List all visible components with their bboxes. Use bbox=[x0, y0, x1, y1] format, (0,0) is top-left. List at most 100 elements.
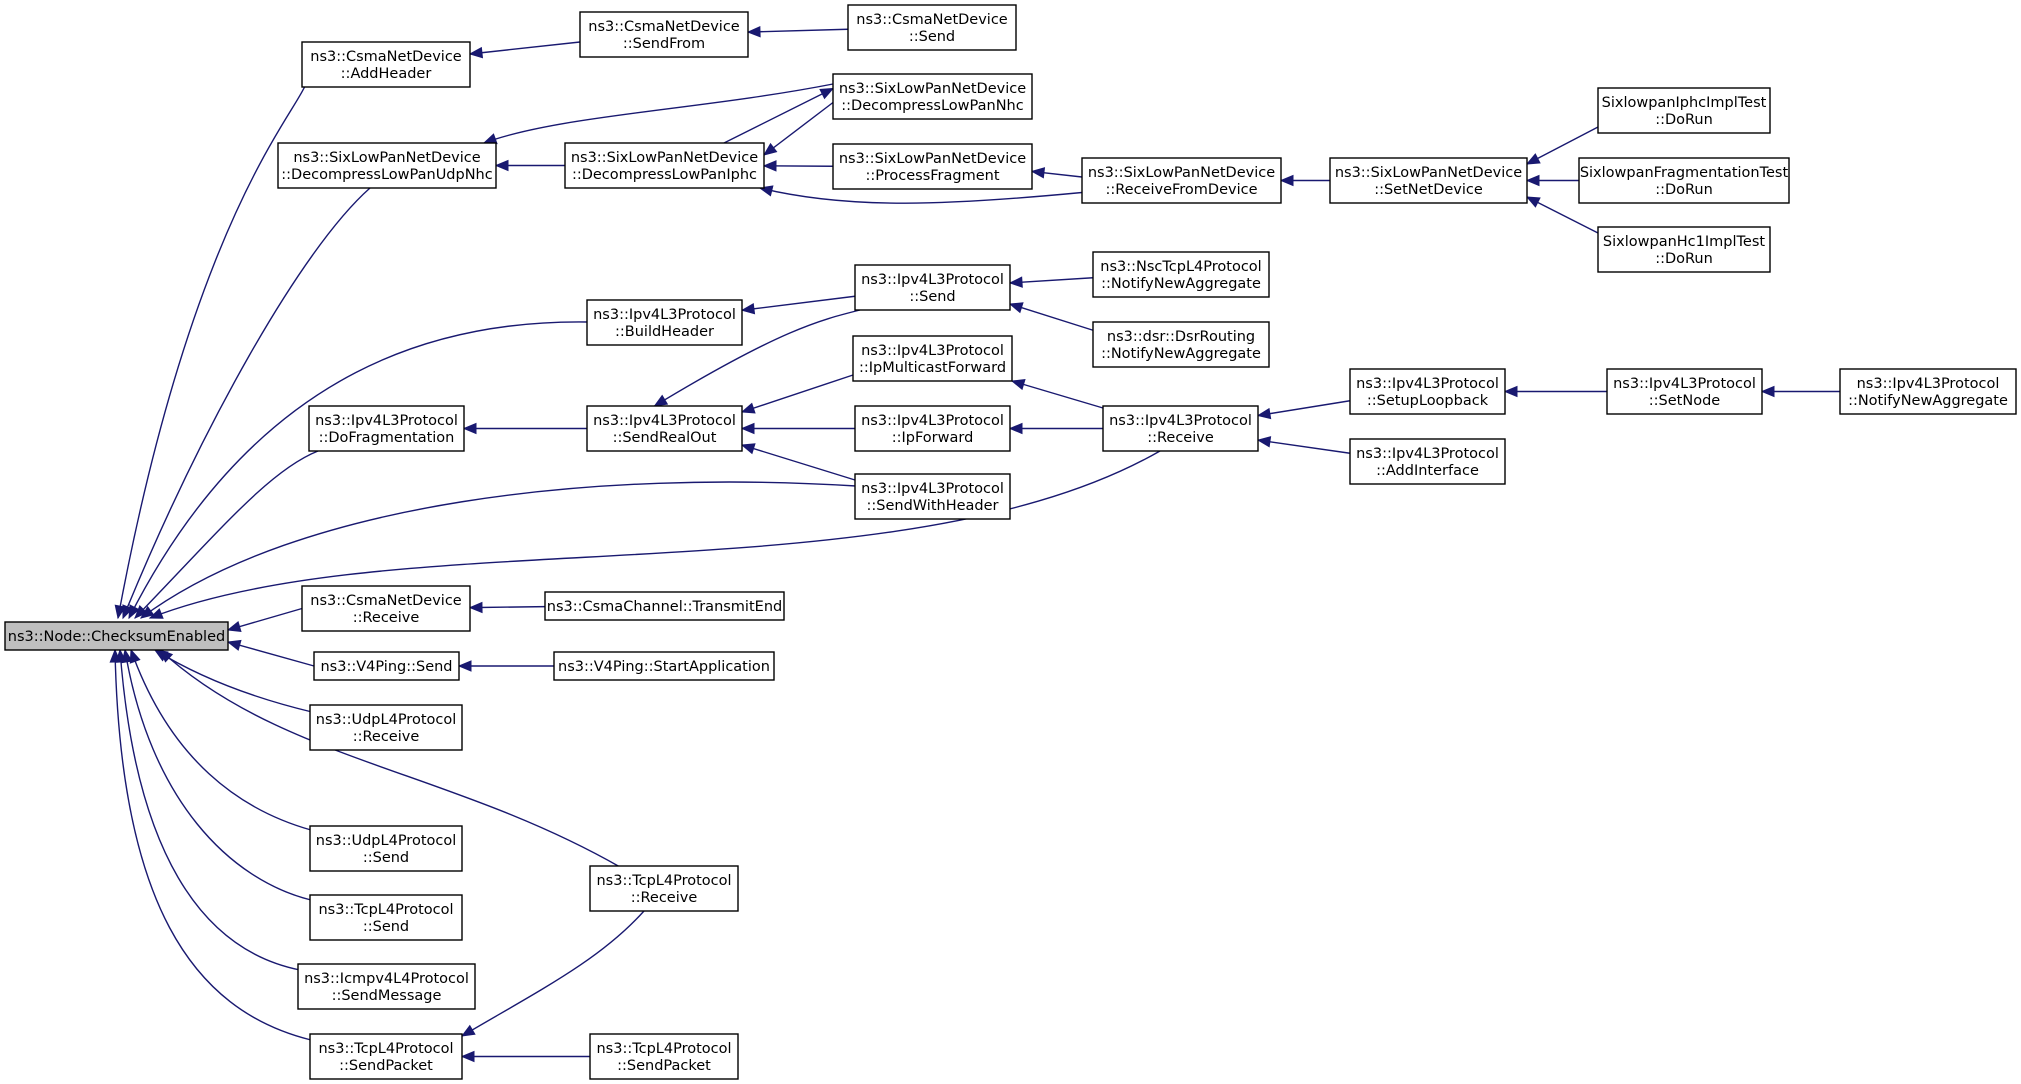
node-label: ns3::Ipv4L3Protocol bbox=[593, 307, 736, 323]
node-label: ::Send bbox=[363, 919, 409, 935]
node-box bbox=[1329, 157, 1528, 204]
node-ipv4-dofrag[interactable]: ns3::Ipv4L3Protocol::DoFragmentation bbox=[308, 405, 465, 452]
edge-six_recv-to-six_setnet bbox=[1279, 174, 1330, 187]
node-csma-send[interactable]: ns3::CsmaNetDevice::Send bbox=[847, 4, 1017, 51]
edge-six_setnet-to-test_iphc-arrowhead bbox=[1525, 153, 1541, 165]
node-tcp-sendpacket2[interactable]: ns3::TcpL4Protocol::SendPacket bbox=[589, 1033, 739, 1080]
node-label: ns3::TcpL4Protocol bbox=[318, 902, 453, 918]
edge-six_procfrag-to-six_recv-arrowhead bbox=[1030, 167, 1046, 179]
node-label: ::DoFragmentation bbox=[319, 430, 455, 446]
node-ipv4-send[interactable]: ns3::Ipv4L3Protocol::Send bbox=[854, 264, 1011, 311]
node-test-iphc[interactable]: SixlowpanIphcImplTest::DoRun bbox=[1597, 87, 1771, 134]
node-box bbox=[301, 585, 471, 632]
node-label: ::DoRun bbox=[1655, 112, 1713, 128]
node-six-nhc[interactable]: ns3::SixLowPanNetDevice::DecompressLowPa… bbox=[832, 73, 1033, 120]
node-tcp-sendpacket[interactable]: ns3::TcpL4Protocol::SendPacket bbox=[309, 1033, 463, 1080]
node-v4ping-send[interactable]: ns3::V4Ping::Send bbox=[313, 651, 460, 681]
edge-six_setnet-to-test_hc1-arrowhead bbox=[1525, 196, 1541, 208]
node-box bbox=[553, 651, 775, 681]
node-ipv4-sendhdr[interactable]: ns3::Ipv4L3Protocol::SendWithHeader bbox=[854, 473, 1011, 520]
node-label: ::SendPacket bbox=[339, 1058, 433, 1074]
node-label: ns3::Ipv4L3Protocol bbox=[1613, 376, 1756, 392]
edge-ipv4_receive-to-ipv4_setuploop bbox=[1256, 400, 1351, 420]
node-udp-receive[interactable]: ns3::UdpL4Protocol::Receive bbox=[309, 704, 463, 751]
node-box bbox=[308, 405, 465, 452]
edge-ipv4_sendrealout-to-ipv4_send-arrowhead bbox=[653, 394, 669, 407]
node-box bbox=[852, 335, 1013, 382]
node-v4ping-start[interactable]: ns3::V4Ping::StartApplication bbox=[553, 651, 775, 681]
edge-six_udpnhc-to-six_iphc-arrowhead bbox=[494, 159, 509, 172]
node-ipv4-receive[interactable]: ns3::Ipv4L3Protocol::Receive bbox=[1102, 405, 1259, 452]
edge-tcp_sendpacket-to-tcp_receive-arrowhead bbox=[460, 1024, 476, 1037]
node-label: ns3::Ipv4L3Protocol bbox=[1857, 376, 2000, 392]
node-csmach-txend[interactable]: ns3::CsmaChannel::TransmitEnd bbox=[544, 591, 785, 621]
node-label: SixlowpanHc1ImplTest bbox=[1603, 234, 1765, 250]
node-six-udpnhc[interactable]: ns3::SixLowPanNetDevice::DecompressLowPa… bbox=[277, 142, 497, 189]
node-box bbox=[4, 621, 229, 651]
edge-csma_receive-to-csmach_txend bbox=[468, 601, 546, 614]
node-label: ns3::TcpL4Protocol bbox=[596, 873, 731, 889]
node-ipv4-setuploop[interactable]: ns3::Ipv4L3Protocol::SetupLoopback bbox=[1349, 368, 1506, 415]
edge-six_iphc-to-six_nhc-line bbox=[723, 87, 834, 144]
edge-ipv4_send-to-dsr_notify-arrowhead bbox=[1008, 302, 1024, 314]
edge-root-to-csma_receive-line bbox=[227, 607, 303, 631]
edge-tcp_sendpacket-to-tcp_receive bbox=[460, 910, 645, 1037]
edge-root-to-ipv4_sendhdr bbox=[139, 481, 857, 619]
edge-ipv4_receive-to-ipv4_addif-line bbox=[1257, 439, 1351, 454]
edge-ipv4_ipmcast-to-ipv4_receive-arrowhead bbox=[1010, 379, 1026, 391]
node-nsc-notify[interactable]: ns3::NscTcpL4Protocol::NotifyNewAggregat… bbox=[1092, 251, 1270, 298]
node-test-hc1[interactable]: SixlowpanHc1ImplTest::DoRun bbox=[1597, 226, 1771, 273]
node-label: ::IpForward bbox=[892, 430, 974, 446]
node-ipv4-ipmcast[interactable]: ns3::Ipv4L3Protocol::IpMulticastForward bbox=[852, 335, 1013, 382]
node-csma-receive[interactable]: ns3::CsmaNetDevice::Receive bbox=[301, 585, 471, 632]
node-icmp-sendmsg[interactable]: ns3::Icmpv4L4Protocol::SendMessage bbox=[297, 963, 476, 1010]
edge-tcp_sendpacket-to-tcp_sendpacket2-arrowhead bbox=[460, 1050, 475, 1063]
node-udp-send[interactable]: ns3::UdpL4Protocol::Send bbox=[309, 825, 463, 872]
edge-ipv4_receive-to-ipv4_setuploop-line bbox=[1257, 400, 1351, 417]
node-label: ns3::CsmaChannel::TransmitEnd bbox=[547, 599, 782, 615]
node-box bbox=[1597, 226, 1771, 273]
node-six-iphc[interactable]: ns3::SixLowPanNetDevice::DecompressLowPa… bbox=[564, 142, 765, 189]
node-test-frag[interactable]: SixlowpanFragmentationTest::DoRun bbox=[1578, 157, 1790, 204]
node-label: ns3::SixLowPanNetDevice bbox=[1335, 165, 1522, 181]
node-box bbox=[1349, 438, 1506, 485]
node-box bbox=[586, 405, 743, 452]
node-label: ::Send bbox=[909, 289, 955, 305]
node-ipv4-setnode[interactable]: ns3::Ipv4L3Protocol::SetNode bbox=[1606, 368, 1763, 415]
node-six-setnet[interactable]: ns3::SixLowPanNetDevice::SetNetDevice bbox=[1329, 157, 1528, 204]
node-label: ::SendWithHeader bbox=[866, 498, 998, 514]
node-label: ns3::Ipv4L3Protocol bbox=[315, 413, 458, 429]
node-ipv4-ipfwd[interactable]: ns3::Ipv4L3Protocol::IpForward bbox=[854, 405, 1011, 452]
node-root[interactable]: ns3::Node::ChecksumEnabled bbox=[4, 621, 229, 651]
node-ipv4-addif[interactable]: ns3::Ipv4L3Protocol::AddInterface bbox=[1349, 438, 1506, 485]
edge-six_udpnhc-to-six_iphc bbox=[494, 159, 565, 172]
edge-root-to-csma_receive-arrowhead bbox=[226, 620, 242, 633]
node-tcp-receive[interactable]: ns3::TcpL4Protocol::Receive bbox=[589, 865, 739, 912]
node-csma-sendfrom[interactable]: ns3::CsmaNetDevice::SendFrom bbox=[579, 11, 749, 58]
edge-ipv4_sendrealout-to-ipv4_ipmcast bbox=[740, 374, 854, 414]
edge-six_udpnhc-to-six_nhc-arrowhead bbox=[482, 133, 498, 145]
node-ipv4-notify[interactable]: ns3::Ipv4L3Protocol::NotifyNewAggregate bbox=[1839, 368, 2017, 415]
edge-root-to-ipv4_receive-arrowhead bbox=[148, 608, 164, 619]
edge-ipv4_ipfwd-to-ipv4_receive bbox=[1008, 422, 1103, 435]
node-ipv4-buildheader[interactable]: ns3::Ipv4L3Protocol::BuildHeader bbox=[586, 299, 743, 346]
edge-ipv4_sendrealout-to-ipv4_sendhdr bbox=[740, 443, 856, 481]
edge-v4ping_send-to-v4ping_start-arrowhead bbox=[457, 660, 472, 672]
edge-root-to-tcp_receive-arrowhead bbox=[159, 649, 174, 663]
node-dsr-notify[interactable]: ns3::dsr::DsrRouting::NotifyNewAggregate bbox=[1092, 321, 1270, 368]
node-tcp-send[interactable]: ns3::TcpL4Protocol::Send bbox=[309, 894, 463, 941]
node-label: ns3::CsmaNetDevice bbox=[856, 12, 1008, 28]
node-label: ::DoRun bbox=[1655, 251, 1713, 267]
edge-six_iphc-to-six_procfrag-arrowhead bbox=[762, 160, 777, 172]
edge-ipv4_receive-to-ipv4_addif bbox=[1256, 436, 1351, 454]
edge-root-to-icmp_sendmsg-line bbox=[119, 649, 301, 971]
node-six-recv[interactable]: ns3::SixLowPanNetDevice::ReceiveFromDevi… bbox=[1081, 157, 1282, 204]
node-csma-addheader[interactable]: ns3::CsmaNetDevice::AddHeader bbox=[301, 41, 471, 88]
node-six-procfrag[interactable]: ns3::SixLowPanNetDevice::ProcessFragment bbox=[832, 143, 1033, 190]
node-label: ::Receive bbox=[631, 890, 698, 906]
edge-root-to-ipv4_receive-line bbox=[149, 450, 1161, 619]
node-ipv4-sendrealout[interactable]: ns3::Ipv4L3Protocol::SendRealOut bbox=[586, 405, 743, 452]
edge-csma_sendfrom-to-csma_send-arrowhead bbox=[746, 25, 761, 38]
node-label: ns3::SixLowPanNetDevice bbox=[571, 150, 758, 166]
node-label: ns3::UdpL4Protocol bbox=[316, 712, 457, 728]
